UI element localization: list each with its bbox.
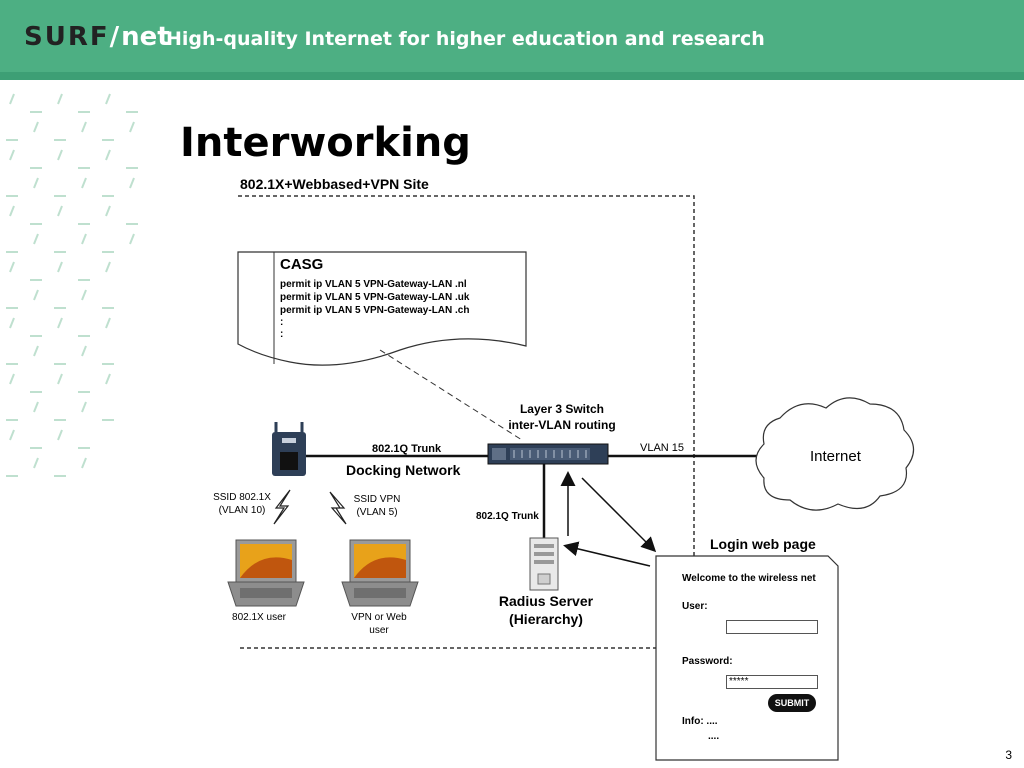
login-submit-button[interactable]: SUBMIT [768,694,816,712]
switch-label: Layer 3 Switch [519,402,605,416]
casg-link [379,349,523,441]
radius-label: Radius Server [498,593,594,609]
switch-sublabel: inter-VLAN routing [508,418,616,432]
vlan15-label: VLAN 15 [640,442,685,454]
layer3-switch-icon [487,443,609,465]
laptop-icon [341,539,419,607]
wireless-bolt-icon [329,491,347,525]
logo-net-text: net [121,22,170,52]
casg-rule: permit ip VLAN 5 VPN-Gateway-LAN .nl [280,279,467,290]
casg-document [237,251,527,366]
casg-rule: permit ip VLAN 5 VPN-Gateway-LAN .uk [280,292,470,303]
site-label: 802.1X+Webbased+VPN Site [240,176,429,192]
ssid-8021x-label: SSID 802.1X [213,492,271,503]
header-bar: SURF/net High-quality Internet for highe… [0,0,1024,80]
user-8021x-label: 802.1X user [232,612,286,623]
ssid-vpn-label: SSID VPN [353,494,401,505]
internet-cloud [755,397,915,511]
logo-surf-text: SURF [24,22,110,52]
page-number: 3 [1005,748,1012,762]
ssid-vpn-vlan: (VLAN 5) [356,507,398,518]
login-user-label: User: [682,601,708,612]
arrow-login-radius [563,541,651,567]
casg-rule: permit ip VLAN 5 VPN-Gateway-LAN .ch [280,305,470,316]
login-title: Login web page [710,536,816,552]
header-band [0,0,1024,72]
casg-title: CASG [280,256,324,273]
surfnet-logo: SURF/net [24,22,170,52]
user-vpn-label: VPN or Web [351,612,407,623]
login-info-value: .... [708,731,720,742]
login-user-input[interactable] [726,620,818,634]
user-vpn-label-2: user [369,625,389,636]
site-boundary [238,195,695,556]
laptop-icon [227,539,305,607]
login-password-input[interactable]: ***** [726,675,818,689]
login-welcome: Welcome to the wireless net [682,573,816,584]
trunk-label-top: 802.1Q Trunk [372,443,442,455]
trunk-label-bottom: 802.1Q Trunk [476,511,539,522]
page-title: Interworking [180,120,471,166]
radius-sublabel: (Hierarchy) [509,611,583,627]
arrow-switch-login [581,477,657,553]
wireless-bolt-icon [273,489,291,525]
casg-rule: : [280,329,284,340]
casg-rule: : [280,317,284,328]
ssid-8021x-vlan: (VLAN 10) [218,505,266,516]
docking-network-label: Docking Network [346,462,461,478]
login-password-label: Password: [682,656,733,667]
login-info-label: Info: .... [682,716,718,727]
decorative-pattern [6,93,138,477]
internet-label: Internet [810,448,861,465]
header-tagline: High-quality Internet for higher educati… [166,28,765,50]
access-point-icon [272,422,306,476]
radius-server-icon [529,537,559,591]
